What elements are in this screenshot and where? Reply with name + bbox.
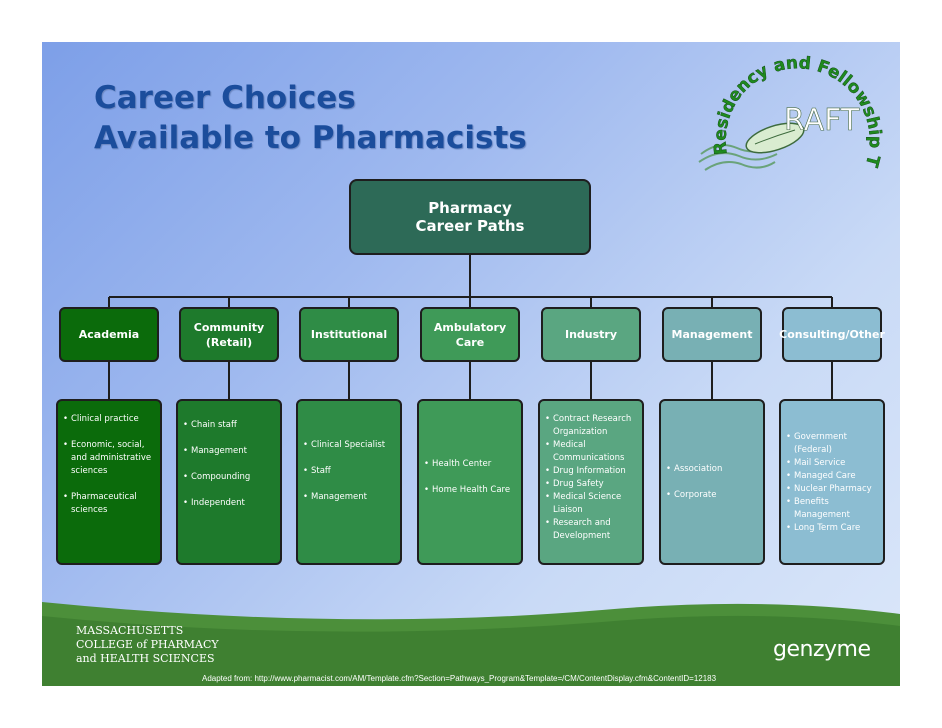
genzyme-logo: genzyme — [773, 637, 871, 662]
list-item: Medical Communications — [545, 439, 639, 465]
list-item: Chain staff — [183, 419, 277, 432]
footer-green-wave — [42, 602, 900, 686]
college-line: MASSACHUSETTS — [76, 624, 184, 637]
list-item: Health Center — [424, 458, 518, 471]
list-item: Long Term Care — [786, 522, 880, 535]
category-consulting-other: Consulting/Other — [779, 307, 885, 362]
detail-box-management: Association Corporate — [659, 399, 765, 565]
category-label: Care — [455, 335, 485, 349]
detail-box-ambulatory-care: Health Center Home Health Care — [417, 399, 523, 565]
list-item: Corporate — [666, 489, 760, 502]
category-ambulatory-care: Ambulatory Care — [420, 307, 520, 362]
list-item: Drug Information — [545, 465, 639, 478]
college-line: COLLEGE of PHARMACY — [76, 638, 219, 651]
raft-logo: Residency and Fellowship Toolkit RAFT — [679, 44, 885, 171]
category-label: Management — [671, 328, 753, 341]
title-line-1: Career Choices — [94, 80, 356, 116]
list-item: Drug Safety — [545, 478, 639, 491]
category-academia: Academia — [59, 307, 159, 362]
root-label-line-1: Pharmacy — [428, 199, 512, 217]
category-community-retail: Community (Retail) — [179, 307, 279, 362]
list-item: Compounding — [183, 471, 277, 484]
list-item: Home Health Care — [424, 484, 518, 497]
list-item: Independent — [183, 497, 277, 510]
source-credit: Adapted from: http://www.pharmacist.com/… — [202, 674, 717, 683]
list-item: Government (Federal) — [786, 431, 880, 457]
list-item: Staff — [303, 465, 397, 478]
detail-box-consulting-other: Government (Federal) Mail Service Manage… — [779, 399, 885, 565]
title-line-2: Available to Pharmacists — [94, 120, 527, 156]
list-item: Clinical practice — [63, 413, 157, 426]
list-item: Association — [666, 463, 760, 476]
category-label: Consulting/Other — [779, 328, 885, 341]
list-item: Nuclear Pharmacy — [786, 483, 880, 496]
category-label: Institutional — [310, 328, 388, 341]
leaf-icon — [698, 122, 805, 171]
list-item: Research and Development — [545, 517, 639, 543]
list-item: Management — [303, 491, 397, 504]
detail-box-institutional: Clinical Specialist Staff Management — [296, 399, 402, 565]
slide-title: Career Choices Available to Pharmacists — [94, 78, 527, 158]
list-item: Management — [183, 445, 277, 458]
logo-wordmark: RAFT — [784, 103, 860, 138]
list-item: Mail Service — [786, 457, 880, 470]
category-management: Management — [662, 307, 762, 362]
category-institutional: Institutional — [299, 307, 399, 362]
list-item: Medical Science Liaison — [545, 491, 639, 517]
category-label: Industry — [564, 328, 618, 341]
list-item: Contract Research Organization — [545, 413, 639, 439]
list-item: Economic, social, and administrative sci… — [63, 439, 157, 478]
category-label: Ambulatory — [433, 320, 507, 334]
list-item: Pharmaceutical sciences — [63, 491, 157, 517]
list-item: Managed Care — [786, 470, 880, 483]
category-label: Academia — [78, 328, 140, 341]
detail-box-industry: Contract Research Organization Medical C… — [538, 399, 644, 565]
category-label: Community — [193, 320, 265, 334]
detail-box-community-retail: Chain staff Management Compounding Indep… — [176, 399, 282, 565]
list-item: Benefits Management — [786, 496, 880, 522]
root-label-line-2: Career Paths — [415, 217, 525, 235]
root-node-pharmacy-career-paths: Pharmacy Career Paths — [349, 179, 591, 255]
list-item: Clinical Specialist — [303, 439, 397, 452]
college-logo-text: MASSACHUSETTS COLLEGE of PHARMACY and HE… — [76, 624, 219, 666]
college-line: and HEALTH SCIENCES — [76, 652, 215, 665]
category-label: (Retail) — [205, 335, 253, 349]
category-industry: Industry — [541, 307, 641, 362]
connector-lines — [108, 255, 833, 399]
slide: Career Choices Available to Pharmacists … — [42, 42, 900, 686]
detail-box-academia: Clinical practice Economic, social, and … — [56, 399, 162, 565]
